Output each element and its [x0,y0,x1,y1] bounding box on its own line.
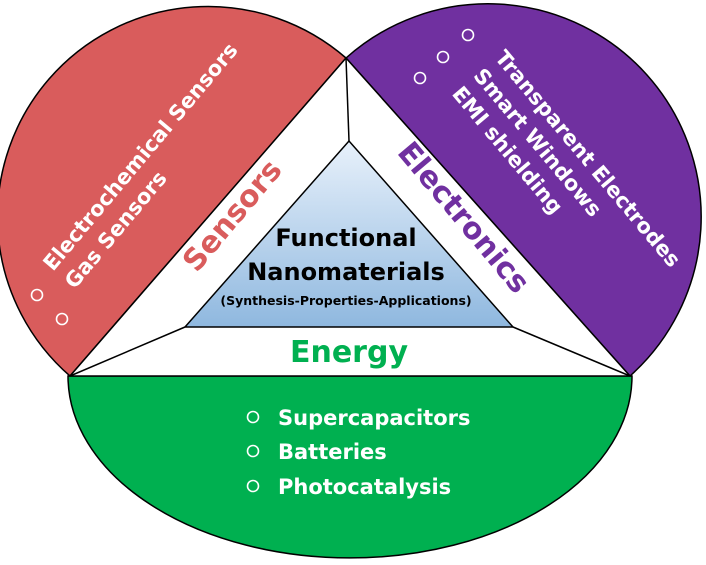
energy-label: Energy [290,335,408,370]
energy-segment [67,375,633,559]
connector-line-top [345,57,350,142]
energy-bullet-1 [246,410,260,424]
electronics-bullet-1 [461,28,475,42]
center-subtitle: (Synthesis-Properties-Applications) [220,293,471,308]
energy-bullet-3 [246,479,260,493]
electronics-bullet-3 [413,71,427,85]
sensors-bullet-2 [55,312,69,326]
energy-item-1: Supercapacitors [278,406,471,430]
energy-item-3: Photocatalysis [278,475,451,499]
electronics-bullet-2 [436,50,450,64]
electronics-segment [344,3,702,378]
energy-item-2: Batteries [278,440,387,464]
sensors-bullet-1 [30,288,44,302]
center-title-line1: Functional [275,224,416,252]
energy-bullet-2 [246,444,260,458]
sensors-segment [0,5,348,378]
connector-line-right [512,326,631,377]
center-title-line2: Nanomaterials [247,258,445,286]
center-triangle [183,139,515,328]
connector-line-left [69,326,186,377]
